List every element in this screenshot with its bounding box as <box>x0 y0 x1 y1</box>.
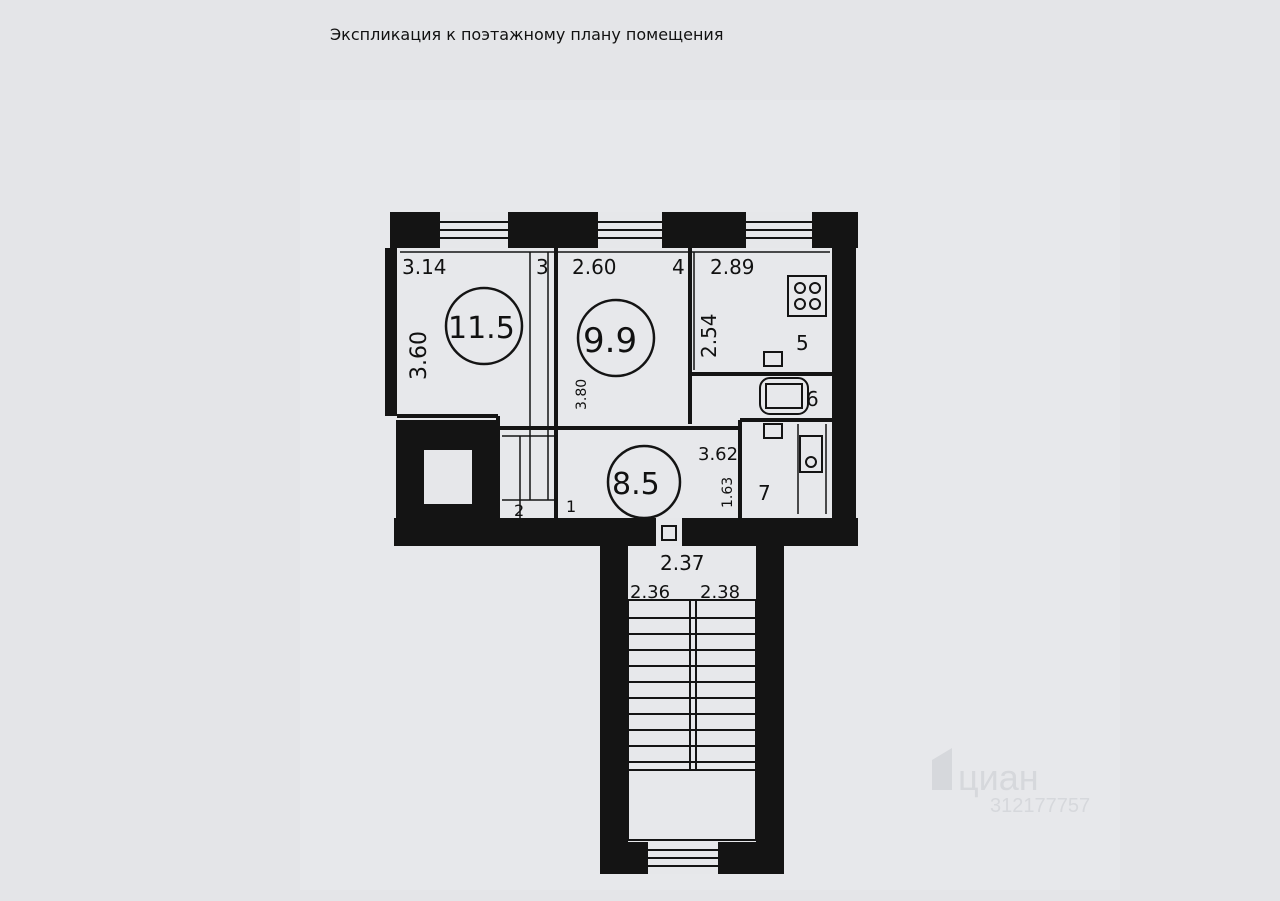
room-3-dim: 3.14 <box>402 255 447 279</box>
stair-dim-left: 2.36 <box>630 582 670 603</box>
stair-dim-right: 2.38 <box>700 582 740 603</box>
room-4-dim: 2.60 <box>572 255 617 279</box>
stair-labels: 2.37 2.36 2.38 <box>630 551 740 603</box>
cian-logo-icon <box>932 748 952 790</box>
sink-icon <box>799 435 823 473</box>
room-labels: 11.5 9.9 8.5 3.14 3 2.60 4 2.89 3.60 3.8… <box>402 255 819 520</box>
room-1-dim: 3.62 <box>698 444 738 465</box>
staircase <box>600 546 784 874</box>
watermark-code: 312177757 <box>990 795 1090 817</box>
room-7-number: 7 <box>758 481 771 505</box>
room-5-dim: 2.89 <box>710 255 755 279</box>
room-5-number: 5 <box>796 331 809 355</box>
stove-icon <box>787 275 827 317</box>
toilet-icon <box>763 351 783 439</box>
header-text: Экспликация к поэтажному плану помещения <box>330 25 723 44</box>
stair-dim-top: 2.37 <box>660 551 705 575</box>
room-2-number: 2 <box>514 501 524 520</box>
room-4-area: 9.9 <box>583 321 637 361</box>
entrance-door <box>661 525 677 541</box>
thin-lines <box>400 251 853 518</box>
watermark-brand: циан <box>958 757 1039 798</box>
room-4-dim2: 3.80 <box>574 379 590 410</box>
room-5-dim2: 2.54 <box>697 313 721 358</box>
entrance-door-gap <box>656 518 682 546</box>
partitions <box>397 248 832 518</box>
room-1-area: 8.5 <box>612 467 660 502</box>
cian-watermark: циан 312177757 <box>932 748 1090 817</box>
room-3-number: 3 <box>536 255 549 279</box>
room-1-dim2: 1.63 <box>720 477 736 508</box>
room-1-number: 1 <box>566 497 576 516</box>
room-3-area: 11.5 <box>448 311 515 346</box>
room-4-number: 4 <box>672 255 685 279</box>
room-6-number: 6 <box>806 387 819 411</box>
room-3-dim2: 3.60 <box>407 331 432 380</box>
windows <box>440 221 812 239</box>
area-circles <box>444 286 682 520</box>
bathtub-icon <box>759 377 809 415</box>
